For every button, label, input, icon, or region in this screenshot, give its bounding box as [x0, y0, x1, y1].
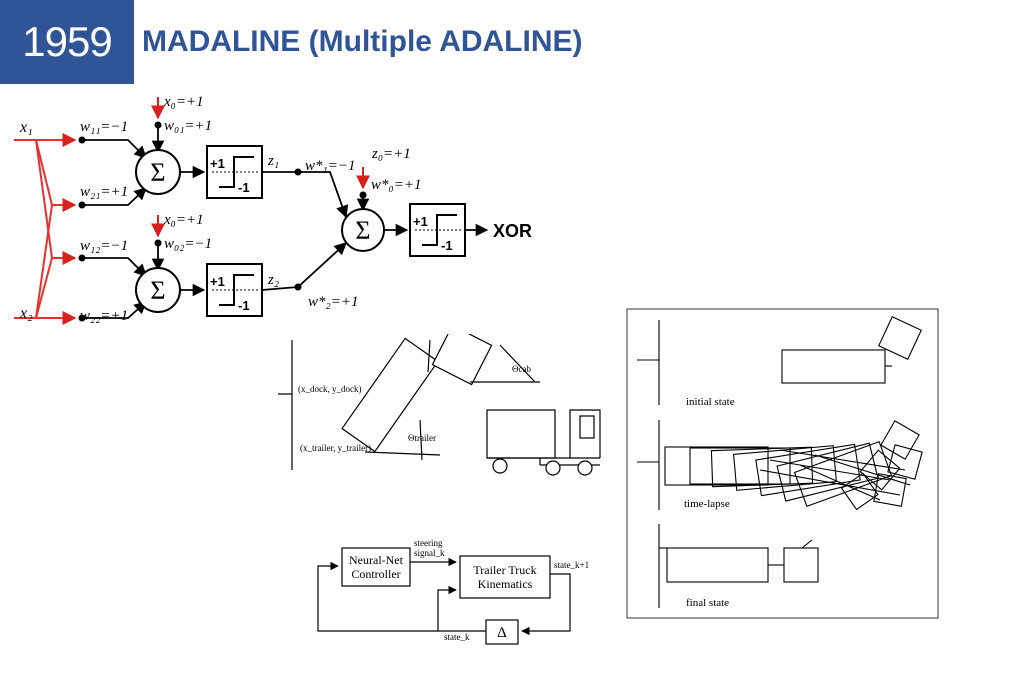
w2-star-label: w*₂=+1 [308, 294, 358, 310]
input-x1-label: x₁ [19, 119, 33, 136]
weight-w22-label: w₂₂=+1 [80, 308, 128, 324]
steering-label-line2: signal_k [414, 548, 445, 558]
controller-label-line1: Neural-Net [349, 553, 404, 567]
svg-text:Σ: Σ [150, 158, 165, 187]
control-loop-diagram: Neural-Net Controller steering signal_k … [317, 538, 589, 645]
svg-text:+1: +1 [210, 274, 225, 289]
svg-text:+1: +1 [413, 214, 428, 229]
theta-trailer-label: Θtrailer [408, 433, 436, 443]
svg-text:-1: -1 [441, 238, 453, 253]
z1-label: z₁ [267, 153, 279, 169]
svg-text:Σ: Σ [150, 276, 165, 305]
kinematics-label-line2: Kinematics [478, 577, 533, 591]
svg-text:+1: +1 [210, 156, 225, 171]
theta-cab-label: Θcab [512, 364, 531, 374]
time-lapse-label: time-lapse [684, 498, 730, 510]
weight-w11-label: w₁₁=−1 [80, 119, 128, 135]
delay-label: Δ [497, 625, 507, 641]
svg-text:-1: -1 [238, 180, 250, 195]
kinematics-box [459, 555, 551, 599]
summation-node-1: Σ [135, 149, 181, 195]
initial-state-label: initial state [686, 396, 735, 408]
step-function-out: +1 -1 [409, 203, 466, 257]
z0-label: z₀=+1 [371, 146, 411, 162]
steering-label-line1: steering [414, 538, 443, 548]
year-badge: 1959 [0, 0, 134, 84]
w1-star-label: w*₁=−1 [305, 158, 355, 174]
dock-coordinate-label: (x_dock, y_dock) [298, 384, 361, 394]
input-lines [14, 133, 77, 325]
svg-text:-1: -1 [238, 298, 250, 313]
bias-w01-label: w₀₁=+1 [164, 118, 212, 134]
slide-title: MADALINE (Multiple ADALINE) [142, 25, 583, 58]
delay-box [485, 619, 519, 645]
bias-w02-label: w₀₂=−1 [164, 236, 212, 252]
state-next-label: state_k+1 [554, 560, 589, 570]
w0-star-label: w*₀=+1 [371, 177, 421, 193]
bias-x0-top-label: x₀=+1 [163, 94, 204, 110]
z2-label: z₂ [267, 272, 279, 288]
neural-net-controller-box [341, 547, 411, 587]
step-function-1: +1 -1 [206, 145, 263, 199]
summation-node-2: Σ [135, 267, 181, 313]
weight-w12-label: w₁₂=−1 [80, 238, 128, 254]
kinematics-label-line1: Trailer Truck [473, 563, 536, 577]
madaline-network-diagram: x₁ x₂ Σ Σ [14, 94, 532, 325]
summation-node-out: Σ [341, 208, 385, 252]
svg-text:Σ: Σ [355, 216, 370, 245]
controller-label-line2: Controller [351, 567, 400, 581]
input-x2-label: x₂ [19, 305, 33, 322]
step-function-2: +1 -1 [206, 263, 263, 317]
trailer-coordinate-label: (x_trailer, y_trailer) [300, 443, 371, 453]
state-k-label: state_k [444, 632, 470, 642]
final-state-label: final state [686, 597, 729, 609]
truck-geometry-diagram: (x_dock, y_dock) (x_trailer, y_trailer) … [278, 334, 601, 476]
xor-output-label: XOR [493, 221, 532, 241]
weight-w21-label: w₂₁=+1 [80, 184, 128, 200]
bias-x0-mid-label: x₀=+1 [163, 212, 204, 228]
simulation-panel: initial state time-lapse final state [626, 308, 939, 619]
